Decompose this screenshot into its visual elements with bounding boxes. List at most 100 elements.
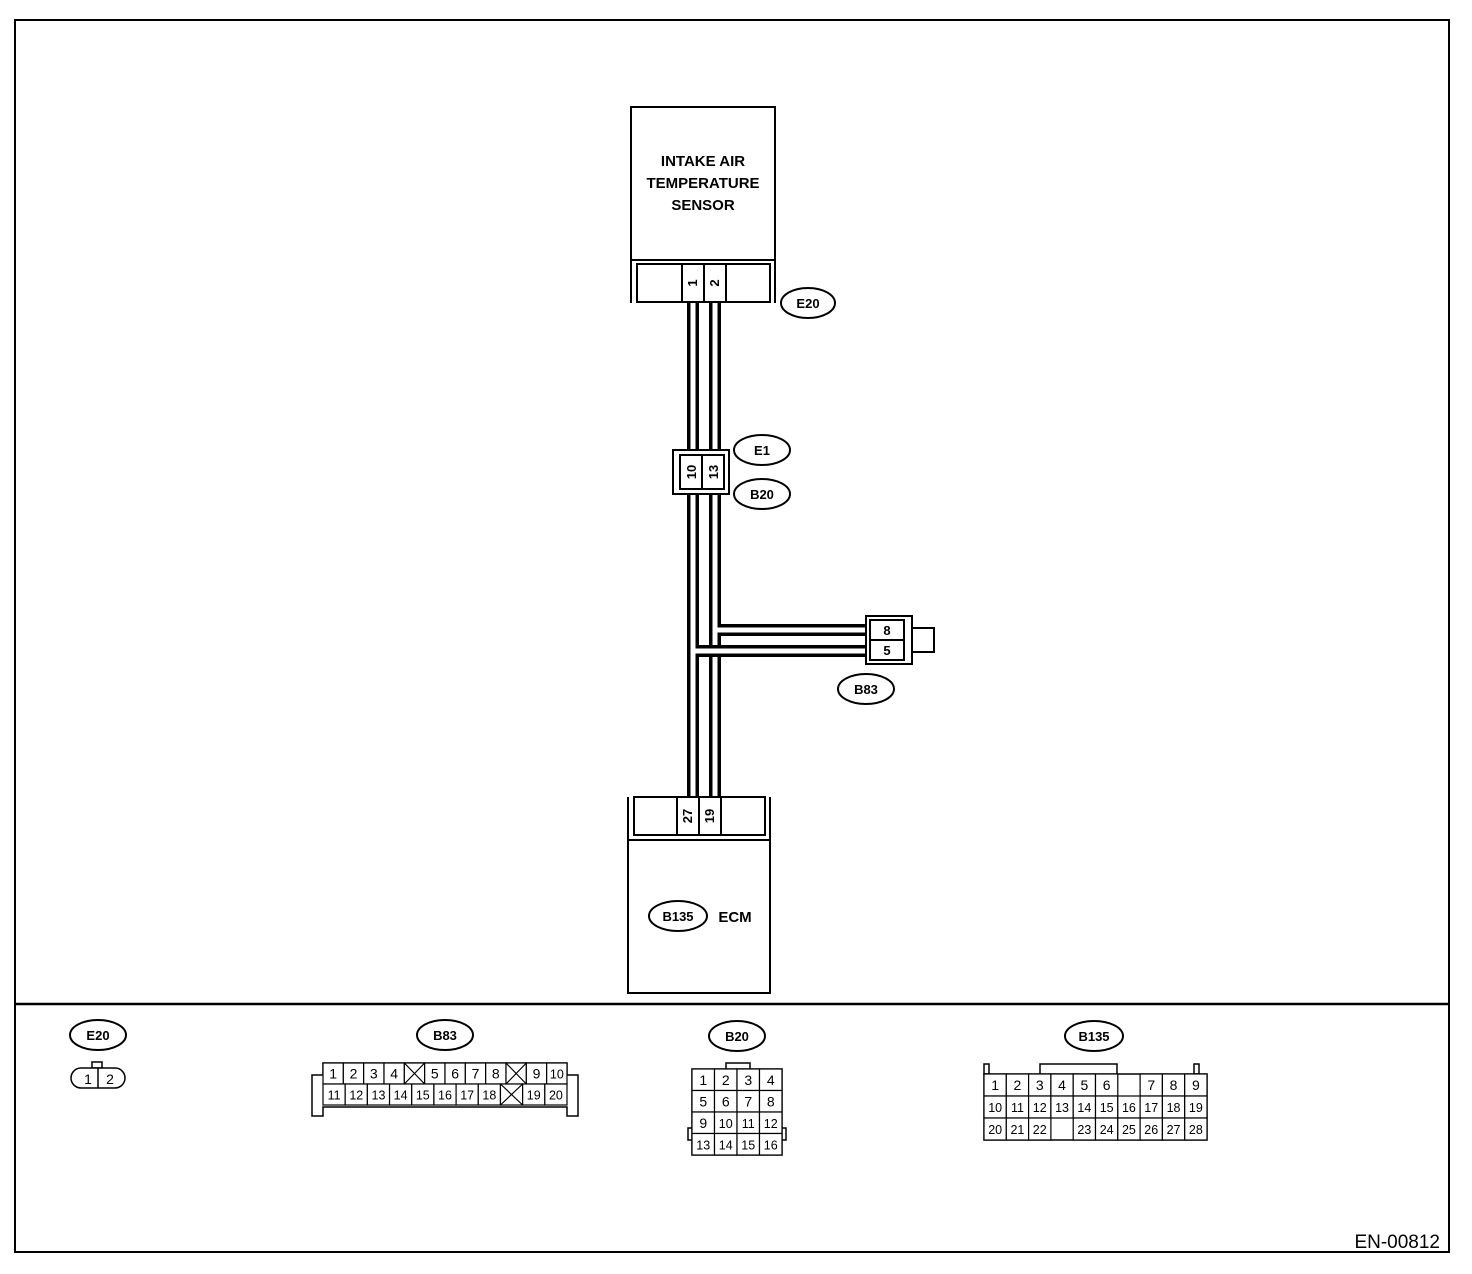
b135-pin-label: 6 [1103,1077,1111,1093]
b20-pin-label: 2 [722,1072,730,1088]
b83-pin-label: 17 [460,1089,474,1103]
b20-pin-label: 3 [744,1072,752,1088]
b83-pin-8: 8 [883,623,890,638]
joint-pin-13: 13 [706,465,721,479]
b135-pin-label: 26 [1144,1123,1158,1137]
b83-pin-label: 9 [533,1066,541,1082]
b20-pin-label: 16 [764,1138,778,1152]
b135-pin-label: 8 [1170,1077,1178,1093]
connector-tag-b20: B20 [733,478,791,510]
b20-pin-label: 12 [764,1117,778,1131]
connector-tag-e20: E20 [780,287,836,319]
b135-pin-label: 23 [1077,1123,1091,1137]
harness-wires [687,303,866,797]
b135-pin-label: 5 [1080,1077,1088,1093]
b83-pin-label: 5 [431,1066,439,1082]
b135-pin-label: 7 [1147,1077,1155,1093]
svg-text:1: 1 [84,1071,92,1087]
b135-pin-label: 27 [1167,1123,1181,1137]
ecm-label: ECM [718,909,751,926]
b83-pin-label: 6 [451,1066,459,1082]
ecm-unit: 27 19 B135 ECM [627,796,771,994]
joint-pin-10: 10 [684,465,699,479]
b83-pin-label: 18 [482,1089,496,1103]
joint-connector: 10 13 [672,449,730,495]
ecm-pin-19: 19 [702,809,717,823]
b135-pin-label: 11 [1011,1101,1024,1115]
b135-pin-label: 2 [1014,1077,1022,1093]
b83-pin-label: 20 [549,1089,563,1103]
b83-pin-label: 7 [472,1066,480,1082]
b135-pin-label: 13 [1055,1101,1069,1115]
b135-pin-cell [1184,1117,1208,1141]
b83-pin-label: 3 [370,1066,378,1082]
b83-pin-label: 13 [372,1089,386,1103]
b83-pin-label: 16 [438,1089,452,1103]
b20-pin-cell [758,1132,783,1156]
b20-pin-label: 10 [719,1117,733,1131]
b20-pin-label: 9 [699,1115,707,1131]
b135-pin-label: 17 [1144,1101,1158,1115]
sensor-pin-1: 1 [685,279,700,286]
b135-pin-label: 3 [1036,1077,1044,1093]
sensor-label-line-2: TEMPERATURE [646,175,759,192]
ecm-connector-label: B135 [662,909,693,924]
ecm-pin-27: 27 [680,809,695,823]
b135-pin-label: 10 [988,1101,1002,1115]
b83-pin-label: 11 [328,1089,341,1103]
b135-pin-label: 15 [1100,1101,1114,1115]
b20-pin-label: 8 [767,1093,775,1109]
connector-tag-b135 [648,900,708,932]
svg-text:B20: B20 [750,487,774,502]
svg-text:B83: B83 [854,682,878,697]
intake-air-temperature-sensor: INTAKE AIR TEMPERATURE SENSOR 1 2 [630,106,776,303]
b135-face-title: B135 [1078,1029,1109,1044]
b135-pin-label: 9 [1192,1077,1200,1093]
b20-pin-label: 13 [696,1138,710,1152]
b83-connector: 8 5 [865,615,935,665]
svg-text:E20: E20 [796,296,819,311]
b83-pin-unused-mark [505,1062,527,1085]
b135-pin-label: 21 [1010,1123,1024,1137]
b83-pin-label: 12 [349,1089,363,1103]
b20-pin-label: 15 [741,1138,755,1152]
b135-pin-label: 1 [991,1077,999,1093]
b83-pin-label: 10 [550,1068,564,1082]
b83-pin-label: 1 [329,1066,337,1082]
e20-face-title: E20 [86,1028,109,1043]
b20-pin-label: 7 [744,1093,752,1109]
b83-pin-5: 5 [883,643,890,658]
b83-face-title: B83 [433,1028,457,1043]
b20-pin-label: 5 [699,1093,707,1109]
b135-pin-label: 25 [1122,1123,1136,1137]
connector-tag-b83: B83 [837,673,895,705]
sensor-pin-2: 2 [707,279,722,286]
b135-pin-label: 18 [1167,1101,1181,1115]
b83-pin-unused-mark [403,1062,426,1085]
b135-pin-label: 24 [1100,1123,1114,1137]
b83-pin-label: 8 [492,1066,500,1082]
b20-pin-label: 1 [699,1072,707,1088]
outer-frame [14,19,1450,1253]
b135-pin-label: 28 [1189,1123,1203,1137]
b20-pin-label: 11 [742,1117,755,1131]
b20-pin-label: 6 [722,1093,730,1109]
b20-pin-label: 14 [719,1138,733,1152]
figure-code: EN-00812 [1354,1232,1440,1253]
b135-pin-label: 12 [1033,1101,1047,1115]
b83-pin-label: 2 [350,1066,358,1082]
b135-pin-label: 20 [988,1123,1002,1137]
b135-pin-label: 4 [1058,1077,1066,1093]
b135-pin-label: 19 [1189,1101,1203,1115]
b83-pin-cell [544,1083,568,1106]
b83-pin-label: 14 [394,1089,408,1103]
svg-text:2: 2 [106,1071,114,1087]
b83-pin-unused-mark [500,1083,524,1106]
b135-pin-label: 22 [1033,1123,1047,1137]
b135-pin-label: 16 [1122,1101,1136,1115]
b83-pin-label: 4 [390,1066,398,1082]
b20-face-title: B20 [725,1029,749,1044]
